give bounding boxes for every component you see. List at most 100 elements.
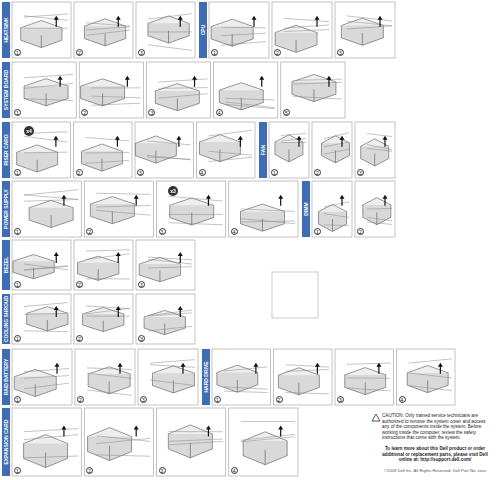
section-bar bbox=[2, 2, 10, 58]
step-illustration bbox=[335, 349, 394, 405]
callout-number: 1 bbox=[14, 396, 21, 403]
callout-number: 1 bbox=[14, 109, 21, 116]
step-illustration bbox=[312, 181, 352, 237]
callout-number: 1 bbox=[14, 281, 21, 288]
section-bar bbox=[202, 349, 210, 405]
section-label: COOLING SHROUD bbox=[2, 294, 10, 344]
step-illustration bbox=[12, 2, 71, 58]
section-bar bbox=[259, 122, 267, 178]
callout-number: 2 bbox=[276, 396, 283, 403]
callout-number: 1 bbox=[14, 467, 21, 474]
callout-number: 2 bbox=[76, 49, 83, 56]
callout-number: 2 bbox=[76, 281, 83, 288]
step-illustration bbox=[355, 181, 395, 237]
support-note: To learn more about this Dell product or… bbox=[376, 446, 494, 463]
step-illustration bbox=[281, 62, 345, 118]
callout-number: 1 bbox=[314, 228, 321, 235]
section-bar bbox=[2, 122, 10, 178]
step-illustration bbox=[12, 294, 71, 344]
step-illustration bbox=[79, 62, 143, 118]
step-illustration bbox=[274, 349, 333, 405]
step-illustration bbox=[74, 122, 133, 178]
step-illustration bbox=[214, 62, 278, 118]
callout-number: 4 bbox=[231, 467, 238, 474]
section-bar bbox=[2, 349, 10, 405]
step-illustration bbox=[136, 2, 195, 58]
step-illustration bbox=[312, 122, 352, 178]
step-illustration bbox=[136, 240, 195, 290]
callout-number: 2 bbox=[77, 396, 84, 403]
callout-number: 3 bbox=[137, 169, 144, 176]
step-illustration bbox=[12, 408, 81, 476]
section-label: RAID BATTERY bbox=[2, 349, 10, 405]
warning-icon bbox=[372, 414, 380, 421]
step-illustration bbox=[269, 122, 309, 178]
step-illustration bbox=[212, 349, 271, 405]
step-illustration bbox=[355, 122, 395, 178]
callout-number: 2 bbox=[76, 169, 83, 176]
copyright-note: ©2009 Dell Inc. All Rights Reserved. Del… bbox=[376, 468, 494, 474]
callout-number: 3 bbox=[159, 228, 166, 235]
callout-number: 3 bbox=[337, 396, 344, 403]
quantity-badge: x3 bbox=[168, 186, 178, 196]
section-bar bbox=[2, 240, 10, 290]
callout-number: 5 bbox=[283, 109, 290, 116]
step-illustration bbox=[397, 349, 456, 405]
callout-number: 4 bbox=[199, 169, 206, 176]
step-illustration bbox=[138, 349, 198, 405]
section-label: POWER SUPPLY bbox=[2, 181, 10, 237]
step-illustration bbox=[74, 294, 133, 344]
step-illustration bbox=[136, 294, 195, 344]
step-illustration bbox=[12, 62, 76, 118]
step-illustration bbox=[75, 349, 135, 405]
callout-number: 1 bbox=[14, 49, 21, 56]
section-label: SYSTEM BOARD bbox=[2, 62, 10, 118]
callout-number: 3 bbox=[357, 169, 364, 176]
step-illustration bbox=[209, 2, 269, 58]
callout-number: 2 bbox=[314, 169, 321, 176]
section-label: FAN bbox=[259, 122, 267, 178]
section-label: DIMM bbox=[302, 181, 310, 237]
callout-number: 4 bbox=[399, 396, 406, 403]
step-illustration bbox=[12, 122, 71, 178]
section-label: RISER CARD bbox=[2, 122, 10, 178]
step-illustration bbox=[84, 181, 153, 237]
callout-number: 3 bbox=[159, 467, 166, 474]
step-illustration bbox=[272, 2, 332, 58]
callout-number: 4 bbox=[231, 228, 238, 235]
callout-number: 1 bbox=[271, 169, 278, 176]
step-illustration bbox=[146, 62, 210, 118]
caution-note: CAUTION: Only trained service technician… bbox=[382, 413, 494, 441]
step-illustration bbox=[12, 240, 71, 290]
step-illustration bbox=[74, 240, 133, 290]
section-label: CPU bbox=[199, 2, 207, 58]
step-illustration bbox=[12, 349, 72, 405]
section-label: HARD DRIVE bbox=[202, 349, 210, 405]
section-bar bbox=[2, 294, 10, 344]
blank-square bbox=[272, 272, 318, 318]
callout-number: 1 bbox=[211, 49, 218, 56]
step-illustration bbox=[157, 181, 226, 237]
callout-number: 1 bbox=[14, 169, 21, 176]
step-illustration bbox=[229, 408, 298, 476]
step-illustration bbox=[197, 122, 256, 178]
section-bar bbox=[2, 408, 10, 476]
step-illustration bbox=[12, 181, 81, 237]
callout-number: 2 bbox=[76, 335, 83, 342]
callout-number: 4 bbox=[216, 109, 223, 116]
callout-number: 3 bbox=[140, 396, 147, 403]
callout-number: 1 bbox=[214, 396, 221, 403]
step-illustration bbox=[229, 181, 298, 237]
callout-number: 2 bbox=[274, 49, 281, 56]
section-label: BEZEL bbox=[2, 240, 10, 290]
section-bar bbox=[2, 181, 10, 237]
step-illustration bbox=[335, 2, 395, 58]
callout-number: 3 bbox=[138, 335, 145, 342]
section-bar bbox=[302, 181, 310, 237]
callout-number: 1 bbox=[14, 335, 21, 342]
callout-number: 2 bbox=[357, 228, 364, 235]
callout-number: 3 bbox=[337, 49, 344, 56]
callout-number: 1 bbox=[14, 228, 21, 235]
step-illustration bbox=[135, 122, 194, 178]
